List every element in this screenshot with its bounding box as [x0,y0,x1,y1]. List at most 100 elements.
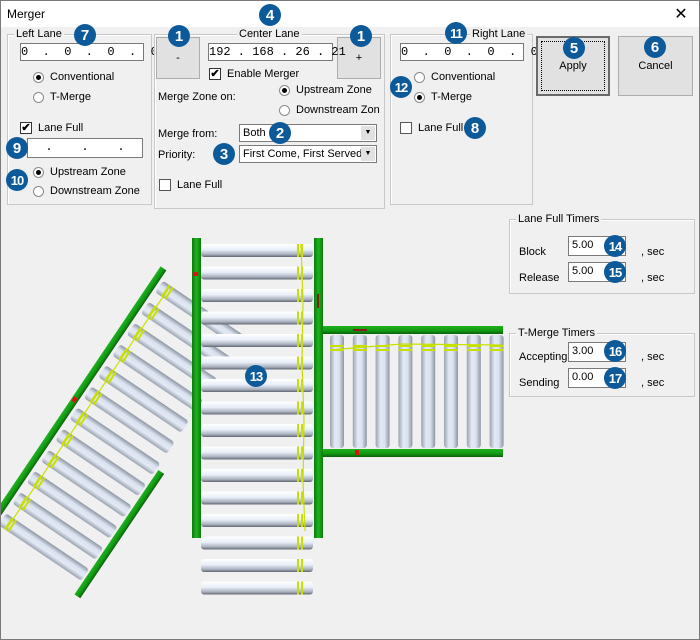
belt-band [89,390,100,404]
belt-band [301,491,303,505]
belt-band [46,453,57,467]
callout-9: 9 [6,137,28,159]
belt-band [297,469,299,482]
checkbox-box [400,122,412,134]
accepting-label: Accepting [519,351,568,363]
checkbox-box [159,179,171,191]
belt-band [150,308,160,321]
belt-band [50,455,60,469]
radio-label: T-Merge [431,91,472,103]
belt-band [301,581,303,595]
roller [201,289,313,302]
belt-band [301,379,303,392]
roller-body [375,335,390,448]
title-bar: Merger ✕ [1,1,699,27]
belt-band [103,369,114,382]
roller-body [201,469,313,482]
roller [201,266,313,280]
belt-band [301,289,303,302]
roller [13,493,103,559]
right-lane-conventional-radio[interactable]: Conventional [414,71,495,83]
belt-band [301,311,303,325]
roller-body [85,387,174,453]
roller [99,366,188,432]
roller-body [13,493,103,559]
merge-zone-label: Merge Zone on: [158,91,236,103]
checkmark-icon: ✔ [209,68,221,80]
sensor [193,272,198,276]
belt-band [7,519,17,533]
radio-label: Downstream Zone [296,104,380,116]
window-title: Merger [7,7,46,21]
belt-band [330,345,344,347]
belt-band [297,401,299,415]
belt-band [489,349,504,351]
left-lane-downstream-radio[interactable]: Downstream Zone [33,185,140,197]
roller-body [201,536,313,550]
radio-indicator [279,104,290,116]
roller [444,335,458,448]
center-downstream-radio[interactable]: Downstream Zone [279,104,380,116]
priority-value: First Come, First Served [243,148,363,160]
belt-line [329,343,502,351]
radio-label: Downstream Zone [50,185,140,197]
center-left-rail [192,238,201,538]
roller-body [201,491,313,505]
right-top-rail [323,326,503,334]
left-lane-full-ip-input[interactable]: . . . [27,138,143,158]
roller-body [466,335,481,448]
belt-band [466,345,481,347]
roller-body [1,514,88,580]
radio-indicator [414,71,425,83]
apply-label: Apply [559,60,587,72]
roller-body [201,424,313,437]
callout-11: 11 [445,22,467,44]
priority-dropdown[interactable]: First Come, First Served ▼ [239,145,377,163]
right-lane-ip-input[interactable]: 0 . 0 . 0 . 0 [400,43,538,61]
enable-merger-checkbox[interactable]: ✔ Enable Merger [209,68,299,80]
left-lane-tmerge-radio[interactable]: T-Merge [33,91,91,103]
release-unit: , sec [641,272,665,284]
callout-7: 7 [74,24,96,46]
belt-band [301,536,303,550]
callout-1b: 1 [350,25,372,47]
roller [201,244,313,257]
roller [70,408,160,474]
left-lane-full-checkbox[interactable]: ✔ Lane Full [20,122,83,134]
roller-body [56,429,145,496]
belt-band [297,244,299,257]
center-conveyor [192,238,323,595]
roller-body [201,446,313,460]
left-inner-rail [74,469,165,599]
roller-body [201,559,313,572]
radio-label: T-Merge [50,91,91,103]
belt-band [398,349,413,351]
checkbox-label: Lane Full [38,122,84,134]
center-lane-ip-input[interactable]: 192 . 168 . 26 . 21 [208,43,346,61]
center-upstream-radio[interactable]: Upstream Zone [279,84,372,96]
roller-body [99,366,188,432]
tmerge-timers-group: T-Merge Timers [509,327,695,397]
belt-band [18,496,28,509]
center-lane-full-checkbox[interactable]: Lane Full [159,179,222,191]
belt-band [421,345,436,347]
block-unit: , sec [641,246,665,258]
priority-label: Priority: [158,149,196,161]
right-lane-full-checkbox[interactable]: Lane Full [400,122,463,134]
roller [201,469,313,482]
radio-indicator [33,71,44,83]
callout-10: 10 [6,169,28,191]
belt-band [301,469,303,482]
roller-body [201,356,313,370]
close-icon[interactable]: ✕ [674,6,688,23]
left-lane-conventional-radio[interactable]: Conventional [33,71,114,83]
callout-12: 12 [390,76,412,98]
roller [330,335,344,448]
center-right-rail [314,238,323,538]
belt-line [5,289,169,531]
radio-label: Conventional [50,71,115,83]
left-lane-upstream-radio[interactable]: Upstream Zone [33,166,126,178]
belt-band [297,289,299,302]
right-lane-tmerge-radio[interactable]: T-Merge [414,91,472,103]
